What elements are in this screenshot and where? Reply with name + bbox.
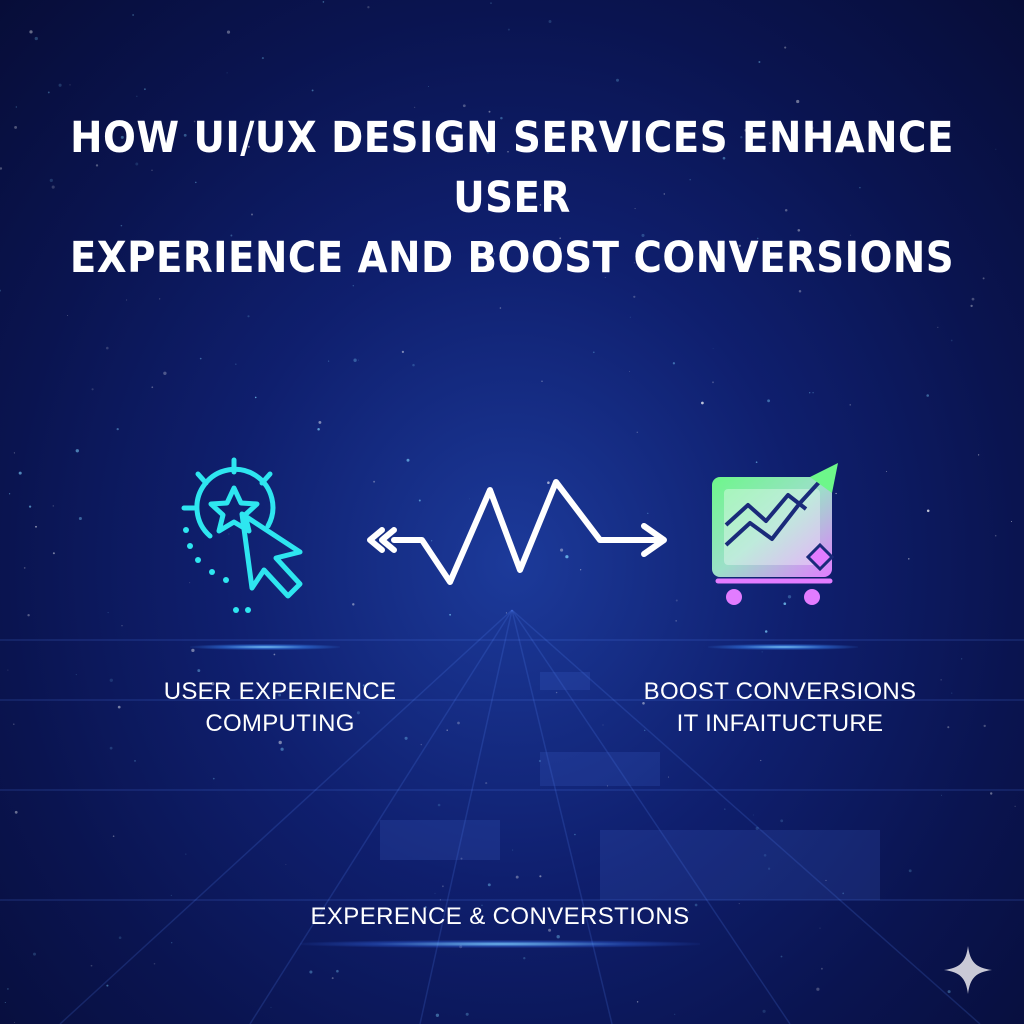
wave-arrow-icon — [367, 479, 667, 585]
left-glow — [190, 644, 340, 650]
page-title: HOW UI/UX DESIGN SERVICES ENHANCE USER E… — [40, 108, 984, 288]
right-label-line-2: IT INFAITUCTURE — [676, 710, 884, 737]
sparkle-icon — [944, 946, 992, 994]
footer-glow — [300, 940, 700, 948]
right-label-line-1: BOOST CONVERSIONS — [643, 678, 917, 705]
right-label: BOOST CONVERSIONS IT INFAITUCTURE — [610, 676, 950, 740]
title-line-2: EXPERIENCE AND BOOST CONVERSIONS — [69, 233, 955, 283]
left-label: USER EXPERIENCE COMPUTING — [130, 676, 430, 740]
footer-text: EXPERENCE & CONVERSTIONS — [310, 903, 690, 930]
left-label-line-2: COMPUTING — [205, 710, 355, 737]
chart-cart-icon — [712, 463, 838, 605]
title-line-1: HOW UI/UX DESIGN SERVICES ENHANCE USER — [70, 113, 954, 223]
left-label-line-1: USER EXPERIENCE — [163, 678, 397, 705]
star-cursor-icon — [181, 457, 303, 613]
right-glow — [708, 644, 858, 650]
